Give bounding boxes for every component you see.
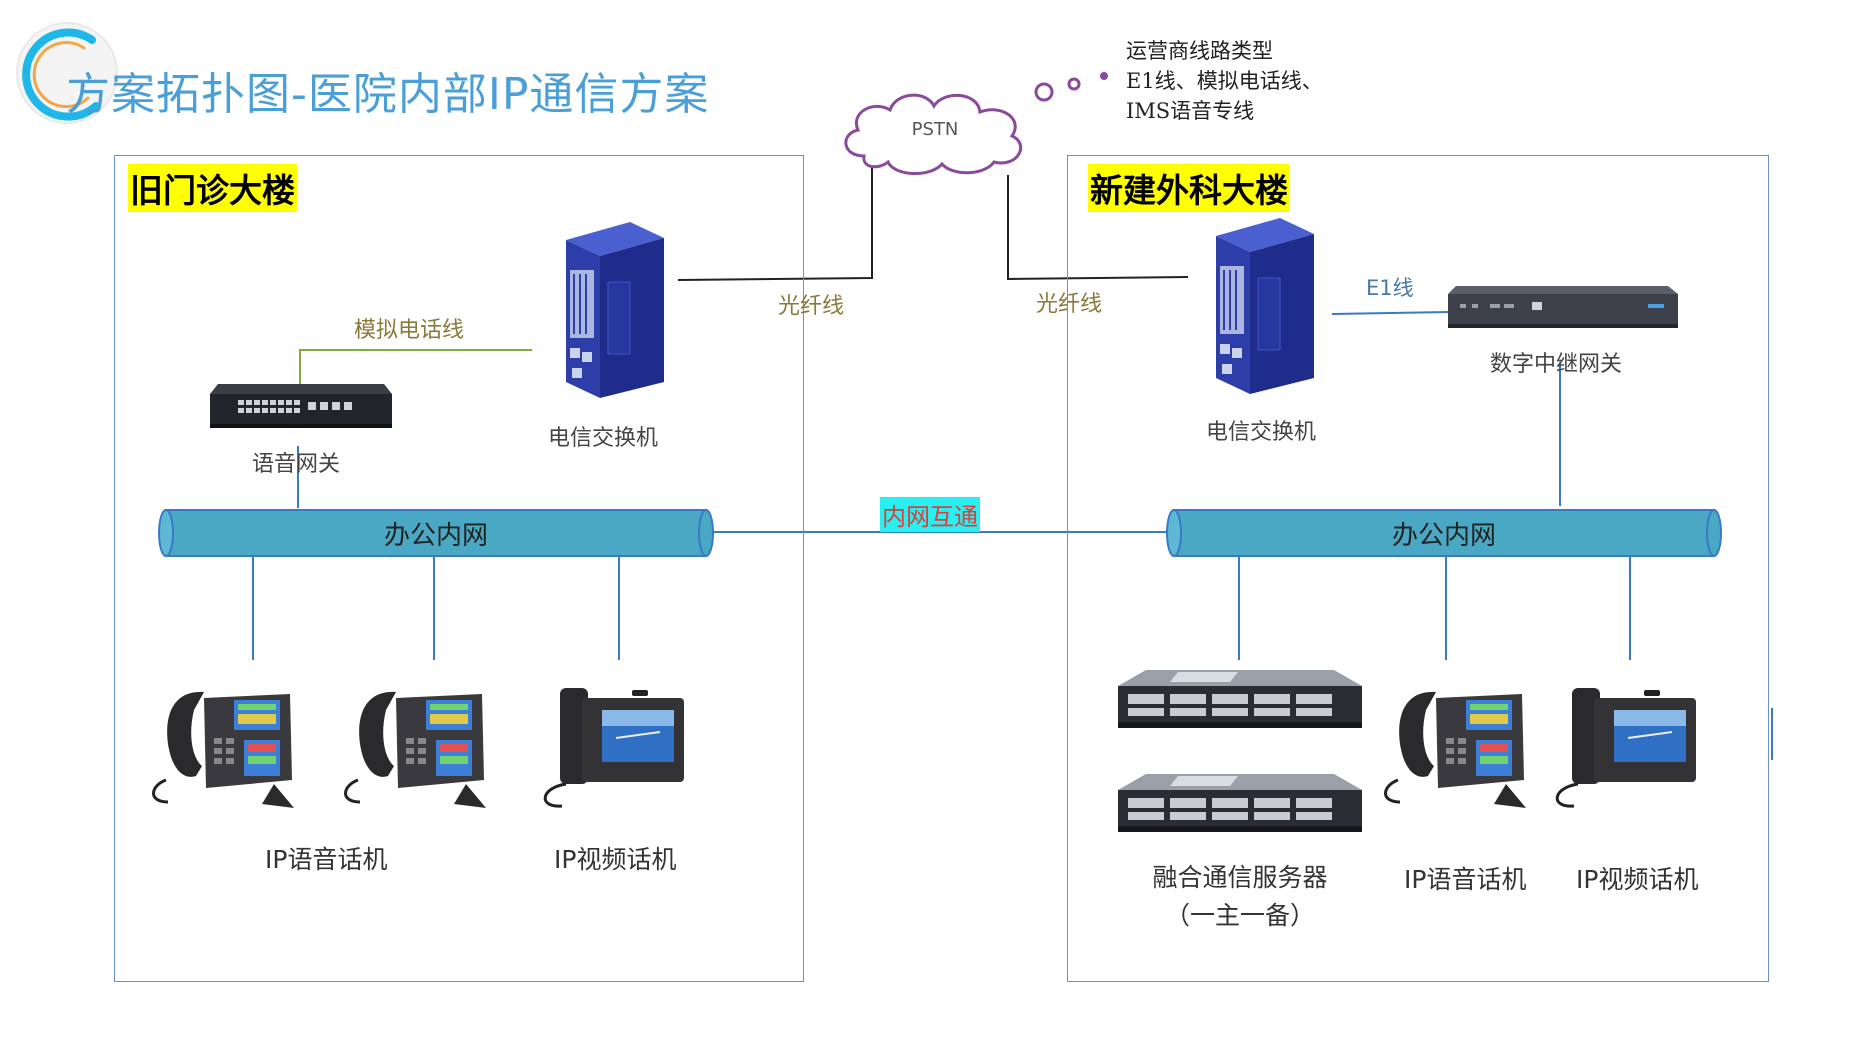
ip-voice-label-right: IP语音话机 (1404, 865, 1527, 894)
telecom-switch-left-icon (560, 222, 664, 398)
server-backup-icon (1118, 772, 1362, 836)
building-left-name: 旧门诊大楼 (128, 164, 297, 212)
trunk-gateway-label: 数字中继网关 (1490, 352, 1623, 377)
pstn-cloud-icon (834, 86, 1034, 178)
ip-voice-phone-2-icon (336, 684, 488, 808)
ip-video-label-right: IP视频话机 (1576, 865, 1699, 894)
telecom-switch-left-label: 电信交换机 (548, 426, 659, 451)
fiber-line-right (1007, 175, 1189, 281)
fiber-line-left (677, 168, 873, 281)
server-label: 融合通信服务器 （一主一备） (1152, 863, 1328, 930)
office-net-left-pipe (158, 508, 714, 558)
telecom-switch-right-label: 电信交换机 (1206, 420, 1317, 445)
thought-bubbles (1034, 62, 1114, 102)
ip-video-phone-right-icon (1548, 684, 1698, 810)
fiber-label-left: 光纤线 (778, 294, 845, 319)
ip-voice-phone-3-icon (1376, 684, 1528, 808)
telecom-switch-right-icon (1210, 218, 1314, 394)
office-net-right-label: 办公内网 (1391, 521, 1496, 551)
ip-video-phone-left-icon (536, 684, 686, 810)
voice-gateway-label: 语音网关 (252, 452, 341, 477)
logo-ring-icon (12, 18, 122, 128)
voice-gateway-icon (208, 380, 392, 434)
office-net-right-pipe (1166, 508, 1722, 558)
fiber-label-right: 光纤线 (1036, 292, 1103, 317)
analog-line (299, 349, 532, 386)
ip-voice-label-left: IP语音话机 (265, 845, 388, 874)
carrier-line-note: 运营商线路类型 E1线、模拟电话线、 IMS语音专线 (1126, 39, 1323, 123)
building-left-box (114, 155, 804, 982)
ip-video-label-left: IP视频话机 (554, 845, 677, 874)
pstn-label: PSTN (911, 119, 959, 140)
page-title: 方案拓扑图-医院内部IP通信方案 (66, 69, 710, 120)
office-net-left-label: 办公内网 (383, 521, 488, 551)
analog-line-label: 模拟电话线 (354, 318, 465, 343)
e1-line-label: E1线 (1366, 276, 1414, 300)
ip-voice-phone-1-icon (144, 684, 296, 808)
building-right-box (1067, 155, 1769, 982)
e1-line (1331, 311, 1451, 315)
server-primary-icon (1118, 668, 1362, 732)
building-right-name: 新建外科大楼 (1088, 164, 1290, 212)
intranet-link-label: 内网互通 (880, 497, 980, 532)
trunk-gateway-icon (1446, 284, 1678, 332)
